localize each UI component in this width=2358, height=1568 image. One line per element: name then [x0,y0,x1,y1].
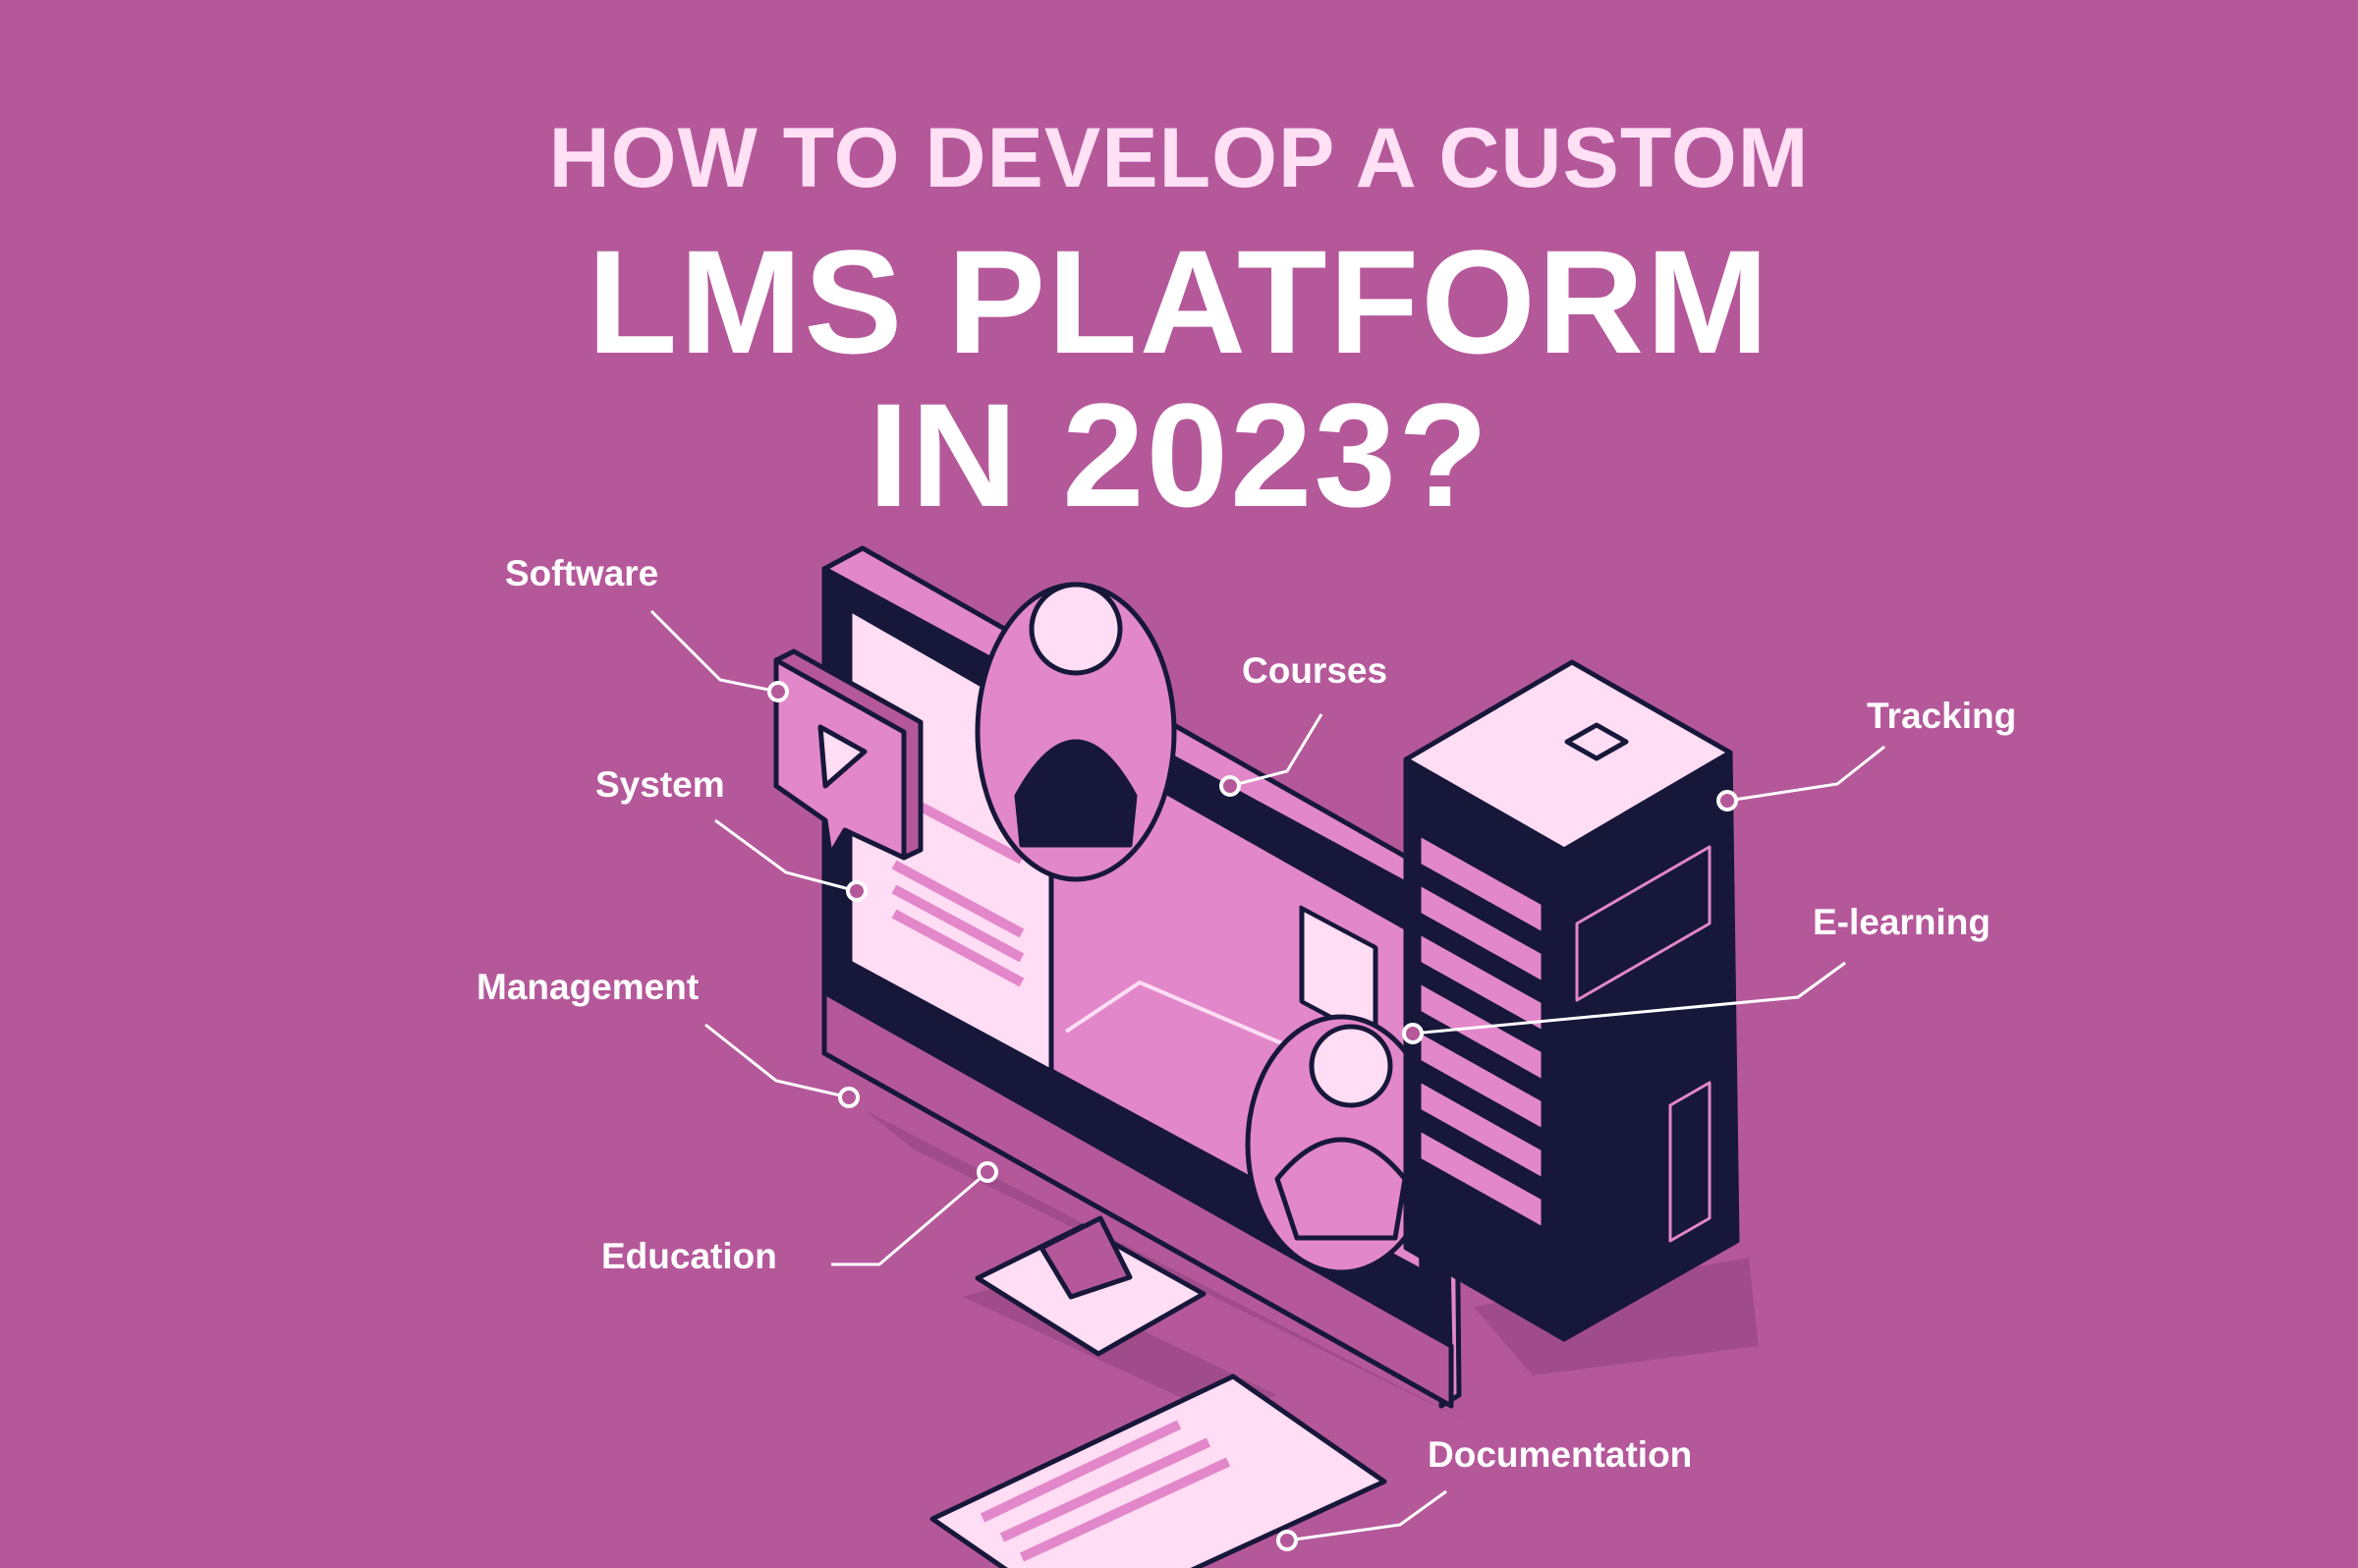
leader-lines [649,609,1885,1542]
video-play-icon [773,648,924,861]
document-icon [929,1373,1387,1568]
title-line-1: LMS PLATFORM [587,219,1771,384]
server-tower [1403,659,1740,1342]
title-line-2: IN 2023? [868,372,1490,537]
label-system: System [595,764,725,805]
subtitle: HOW TO DEVELOP A CUSTOM [548,111,1810,205]
label-management: Management [477,967,700,1007]
label-dots [767,681,1738,1551]
label-tracking: Tracking [1867,696,2017,736]
label-documentation: Documentation [1428,1434,1693,1475]
label-elearning: E-learning [1813,902,1991,942]
label-software: Software [505,553,659,593]
label-courses: Courses [1242,650,1388,691]
label-education: Education [601,1236,777,1276]
